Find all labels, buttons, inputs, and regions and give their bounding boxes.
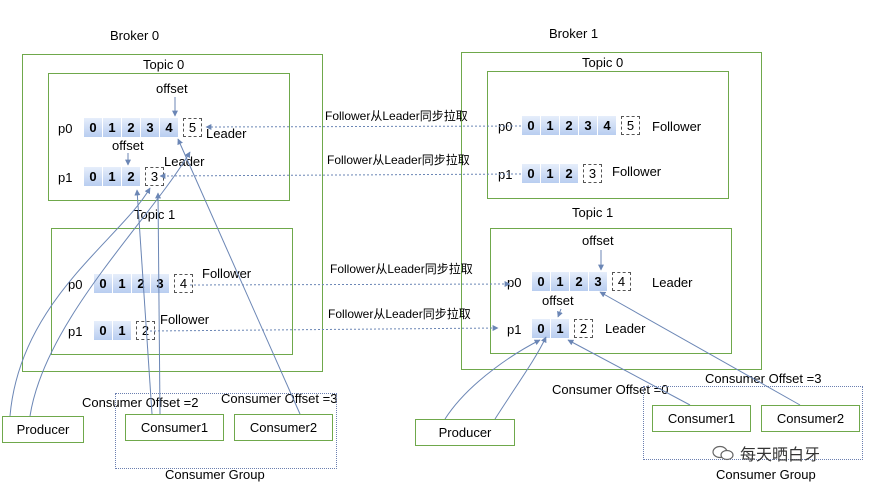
log-entry: 0 — [84, 167, 103, 186]
log-entry: 0 — [84, 118, 103, 137]
broker1-consumer1[interactable]: Consumer1 — [652, 405, 751, 432]
watermark-text: 每天晒白牙 — [740, 447, 821, 464]
broker1-t1-p1-label: p1 — [507, 322, 522, 337]
log-entry: 2 — [122, 167, 141, 186]
sync-label-t1-p0: Follower从Leader同步拉取 — [330, 262, 473, 276]
broker1-t0-p0-role: Follower — [652, 119, 702, 134]
broker0-t0-p1-label: p1 — [58, 170, 73, 185]
log-entry: 2 — [560, 164, 579, 183]
log-entry: 1 — [103, 118, 122, 137]
sync-label-t0-p1: Follower从Leader同步拉取 — [327, 153, 470, 167]
broker1-consumer2[interactable]: Consumer2 — [761, 405, 860, 432]
broker1-t0-p1-role: Follower — [612, 164, 662, 179]
watermark: 每天晒白牙 — [712, 441, 820, 465]
broker1-topic0-box — [487, 71, 729, 199]
wechat-icon — [712, 445, 734, 461]
log-entry: 1 — [113, 274, 132, 293]
next-offset-slot: 5 — [183, 118, 202, 137]
log-entry: 1 — [113, 321, 132, 340]
log-entry: 2 — [560, 116, 579, 135]
log-entry: 1 — [541, 116, 560, 135]
broker1-t0-p1-label: p1 — [498, 167, 513, 182]
broker0-t1-p0-role: Follower — [202, 266, 252, 281]
broker0-consumer1[interactable]: Consumer1 — [125, 414, 224, 441]
log-entry: 3 — [579, 116, 598, 135]
log-entry: 1 — [541, 164, 560, 183]
broker1-p0-offset-label: offset — [582, 233, 614, 248]
log-entry: 1 — [551, 272, 570, 291]
log-entry: 0 — [94, 274, 113, 293]
broker0-p1-offset-label: offset — [112, 138, 144, 153]
broker1-topic1-title: Topic 1 — [572, 205, 614, 220]
next-offset-slot: 2 — [574, 319, 593, 338]
broker0-consumer2[interactable]: Consumer2 — [234, 414, 333, 441]
broker0-t1-p1-role: Follower — [160, 312, 210, 327]
broker0-t0-p0-role: Leader — [206, 126, 247, 141]
broker1-p1-offset-label: offset — [542, 293, 574, 308]
log-entry: 4 — [598, 116, 617, 135]
next-offset-slot: 3 — [145, 167, 164, 186]
log-entry: 3 — [589, 272, 608, 291]
broker0-title: Broker 0 — [110, 28, 160, 43]
broker0-t1-p1-label: p1 — [68, 324, 83, 339]
log-entry: 3 — [151, 274, 170, 293]
broker1-topic0-title: Topic 0 — [582, 55, 624, 70]
log-entry: 2 — [570, 272, 589, 291]
next-offset-slot: 2 — [136, 321, 155, 340]
broker0-t0-p0-label: p0 — [58, 121, 73, 136]
broker0-topic1-title: Topic 1 — [134, 207, 176, 222]
broker0-producer[interactable]: Producer — [2, 416, 84, 443]
broker0-topic0-title: Topic 0 — [143, 57, 185, 72]
log-entry: 0 — [522, 164, 541, 183]
broker1-producer[interactable]: Producer — [415, 419, 515, 446]
broker1-t1-p0-role: Leader — [652, 275, 693, 290]
sync-label-t1-p1: Follower从Leader同步拉取 — [328, 307, 471, 321]
log-entry: 0 — [94, 321, 113, 340]
next-offset-slot: 4 — [612, 272, 631, 291]
broker1-t1-p1-role: Leader — [605, 321, 646, 336]
broker0-t1-p0-label: p0 — [68, 277, 83, 292]
next-offset-slot: 3 — [583, 164, 602, 183]
broker0-t0-p1-role: Leader — [164, 154, 205, 169]
broker1-t0-p0-label: p0 — [498, 119, 513, 134]
next-offset-slot: 4 — [174, 274, 193, 293]
broker0-group-label: Consumer Group — [165, 467, 265, 482]
log-entry: 4 — [160, 118, 179, 137]
log-entry: 0 — [532, 319, 551, 338]
next-offset-slot: 5 — [621, 116, 640, 135]
log-entry: 0 — [522, 116, 541, 135]
log-entry: 1 — [103, 167, 122, 186]
log-entry: 1 — [551, 319, 570, 338]
broker1-group-label: Consumer Group — [716, 467, 816, 482]
broker0-p0-offset-label: offset — [156, 81, 188, 96]
sync-label-t0-p0: Follower从Leader同步拉取 — [325, 109, 468, 123]
log-entry: 3 — [141, 118, 160, 137]
broker1-offset-c2: Consumer Offset =3 — [705, 371, 822, 386]
broker1-t1-p0-label: p0 — [507, 275, 522, 290]
broker1-title: Broker 1 — [549, 26, 599, 41]
log-entry: 0 — [532, 272, 551, 291]
log-entry: 2 — [122, 118, 141, 137]
log-entry: 2 — [132, 274, 151, 293]
